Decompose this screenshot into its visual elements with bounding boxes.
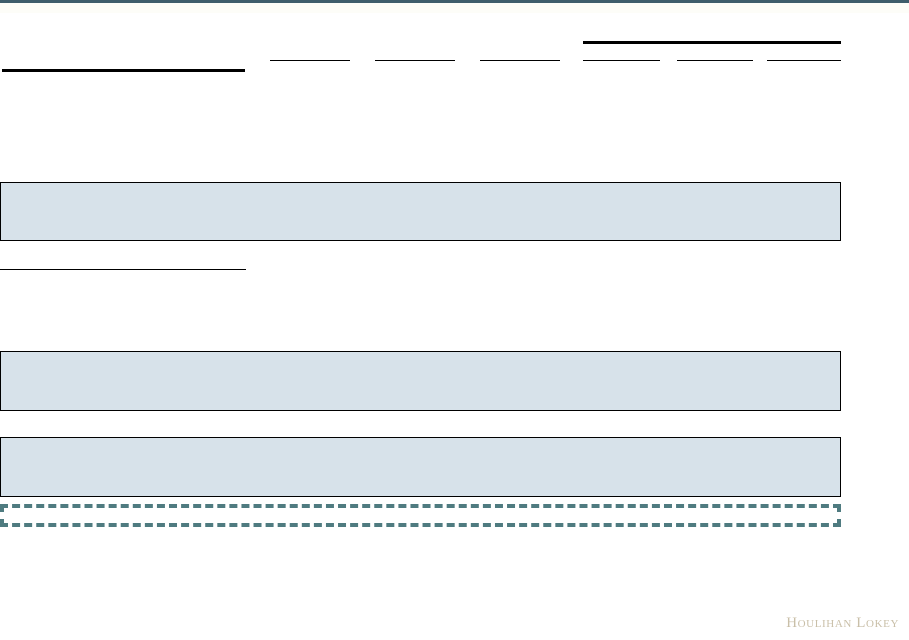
dashed-highlight-callout <box>0 504 841 527</box>
column-header-underline-3 <box>480 60 560 62</box>
data-band-2 <box>0 351 841 411</box>
group-column-header-underline-3 <box>767 60 841 62</box>
top-accent-bar <box>0 0 909 3</box>
left-title-underline <box>2 69 245 72</box>
column-header-underline-1 <box>270 60 350 62</box>
top-accent-soft-band <box>0 3 909 13</box>
data-band-1 <box>0 182 841 241</box>
group-column-header-underline-1 <box>583 60 660 62</box>
column-group-underline <box>583 41 841 44</box>
houlihan-lokey-logo: Houlihan Lokey <box>786 615 899 631</box>
section-header-underline <box>0 269 246 271</box>
group-column-header-underline-2 <box>677 60 753 62</box>
data-band-3 <box>0 437 841 497</box>
column-header-underline-2 <box>375 60 455 62</box>
